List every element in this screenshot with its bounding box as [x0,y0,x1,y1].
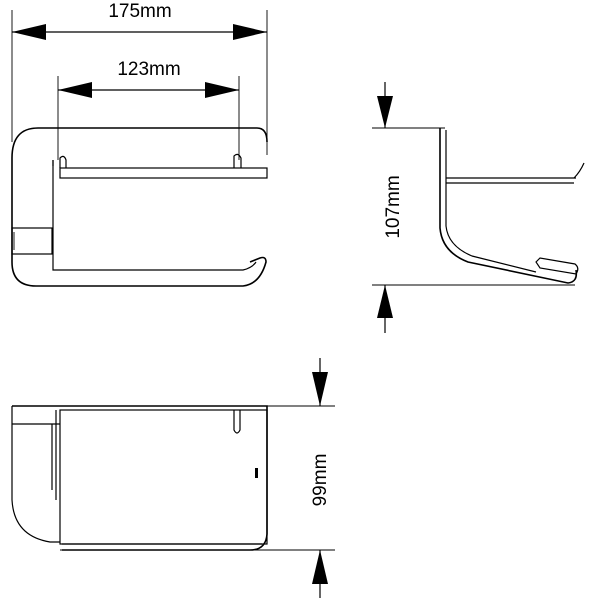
side-profile-inner [445,130,537,273]
dim-label-depth: 99mm [310,454,331,507]
arrow-107-bottom [377,285,393,318]
dim-label-inner-width: 123mm [117,59,180,80]
outline-body [11,127,267,287]
dim-label-height: 107mm [383,175,404,238]
front-view: 175mm 123mm [11,1,268,287]
arrow-123-left [58,82,92,98]
top-view-slot [233,410,241,434]
top-view-outline [12,405,268,551]
shelf-tab-left [59,155,67,168]
outline-top [38,127,268,143]
arrow-99-top [312,372,328,406]
side-view: 107mm [372,82,585,333]
top-view-marker [255,468,258,478]
wall-plate [11,227,53,255]
inner-arm-profile [52,160,257,271]
arrow-175-left [12,24,46,40]
arrow-123-right [205,82,239,98]
top-view: 99mm [11,358,335,598]
dim-label-overall-width: 175mm [108,1,171,22]
side-profile-outer [439,128,578,284]
top-view-cover [59,409,268,545]
side-pad [535,257,579,275]
top-view-wall-curve [11,406,60,543]
arrow-107-top [377,96,393,128]
side-arm-tip [573,162,585,179]
top-shelf [59,167,268,179]
arrow-99-bottom [312,550,328,584]
arrow-175-right [233,24,267,40]
shelf-tab-right [233,153,242,168]
